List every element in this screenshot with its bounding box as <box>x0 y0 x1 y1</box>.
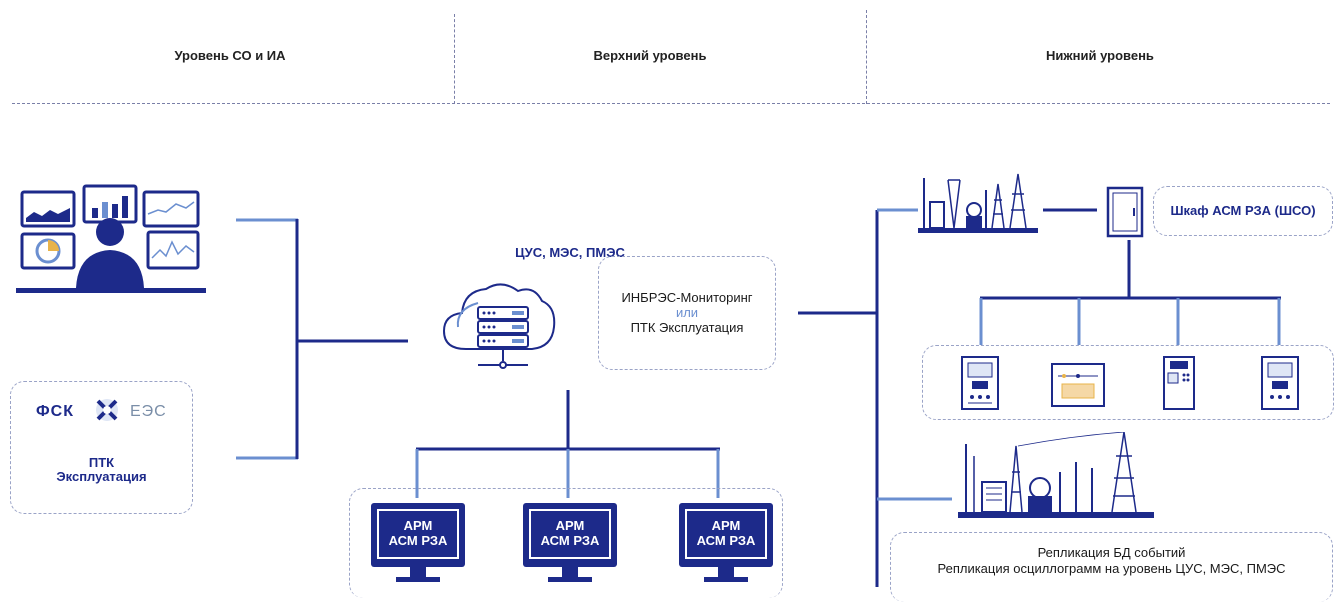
monitor-icon <box>679 503 773 582</box>
header-divider-bottom <box>12 103 1330 104</box>
cabinet-icon <box>1106 186 1144 238</box>
arm-workstation-1: АРМ АСМ РЗА <box>370 502 466 587</box>
arm-label: АРМ АСМ РЗА <box>686 518 766 548</box>
fsk-logo: ФСК ЕЭС <box>36 399 176 423</box>
arm-label-line1: АРМ <box>403 518 433 533</box>
header-divider-top-1 <box>454 14 455 104</box>
replication-text: Репликация БД событий Репликация осцилло… <box>890 545 1333 577</box>
monitoring-line1: ИНБРЭС-Мониторинг <box>621 290 753 305</box>
arm-label: АРМ АСМ РЗА <box>378 518 458 548</box>
arm-group-box <box>349 488 783 598</box>
arm-workstation-3: АРМ АСМ РЗА <box>678 502 774 587</box>
arm-label-line2: АСМ РЗА <box>388 533 448 548</box>
header-lower-level: Нижний уровень <box>1046 48 1154 63</box>
fsk-logo-left-text: ФСК <box>36 403 74 420</box>
relay-device-2-icon <box>1051 363 1105 407</box>
arm-label-line2: АСМ РЗА <box>696 533 756 548</box>
arm-workstation-2: АРМ АСМ РЗА <box>522 502 618 587</box>
relay-device-4-icon <box>1261 356 1299 410</box>
ptk-label-line2: Эксплуатация <box>56 469 147 484</box>
fsk-ptk-box <box>10 381 193 514</box>
relay-device-1-icon <box>961 356 999 410</box>
cabinet-label: Шкаф АСМ РЗА (ШСО) <box>1170 203 1316 218</box>
header-upper-level: Верхний уровень <box>593 48 707 63</box>
fsk-emblem-icon <box>96 399 118 421</box>
relay-device-3-icon <box>1163 356 1195 410</box>
header-divider-top-2 <box>866 10 867 104</box>
cabinet-label-box <box>1153 186 1333 236</box>
arm-label-line1: АРМ <box>555 518 585 533</box>
connection-lines <box>236 208 1281 587</box>
replication-line2: Репликация осциллограмм на уровень ЦУС, … <box>937 561 1286 576</box>
monitoring-line3: ПТК Эксплуатация <box>630 320 744 335</box>
arm-label: АРМ АСМ РЗА <box>530 518 610 548</box>
monitoring-text: ИНБРЭС-Мониторинг или ПТК Эксплуатация <box>598 290 776 335</box>
monitor-icon <box>371 503 465 582</box>
monitor-icon <box>523 503 617 582</box>
ptk-label-line1: ПТК <box>88 455 115 470</box>
relay-devices-box <box>922 345 1334 420</box>
monitoring-box <box>598 256 776 370</box>
monitoring-or: или <box>675 305 699 320</box>
cloud-server-icon <box>442 283 556 369</box>
arm-label-line1: АРМ <box>711 518 741 533</box>
substation-small-icon <box>918 173 1038 233</box>
header-level-so-ia: Уровень СО и ИА <box>174 48 286 63</box>
replication-line1: Репликация БД событий <box>1037 545 1186 560</box>
substation-large-icon <box>958 432 1154 518</box>
replication-box <box>890 532 1333 602</box>
operator-workstation-icon <box>16 184 206 293</box>
arm-label-line2: АСМ РЗА <box>540 533 600 548</box>
cloud-title: ЦУС, МЭС, ПМЭС <box>515 245 625 260</box>
ptk-label: ПТК Эксплуатация <box>10 456 193 484</box>
fsk-logo-right-text: ЕЭС <box>130 403 167 420</box>
